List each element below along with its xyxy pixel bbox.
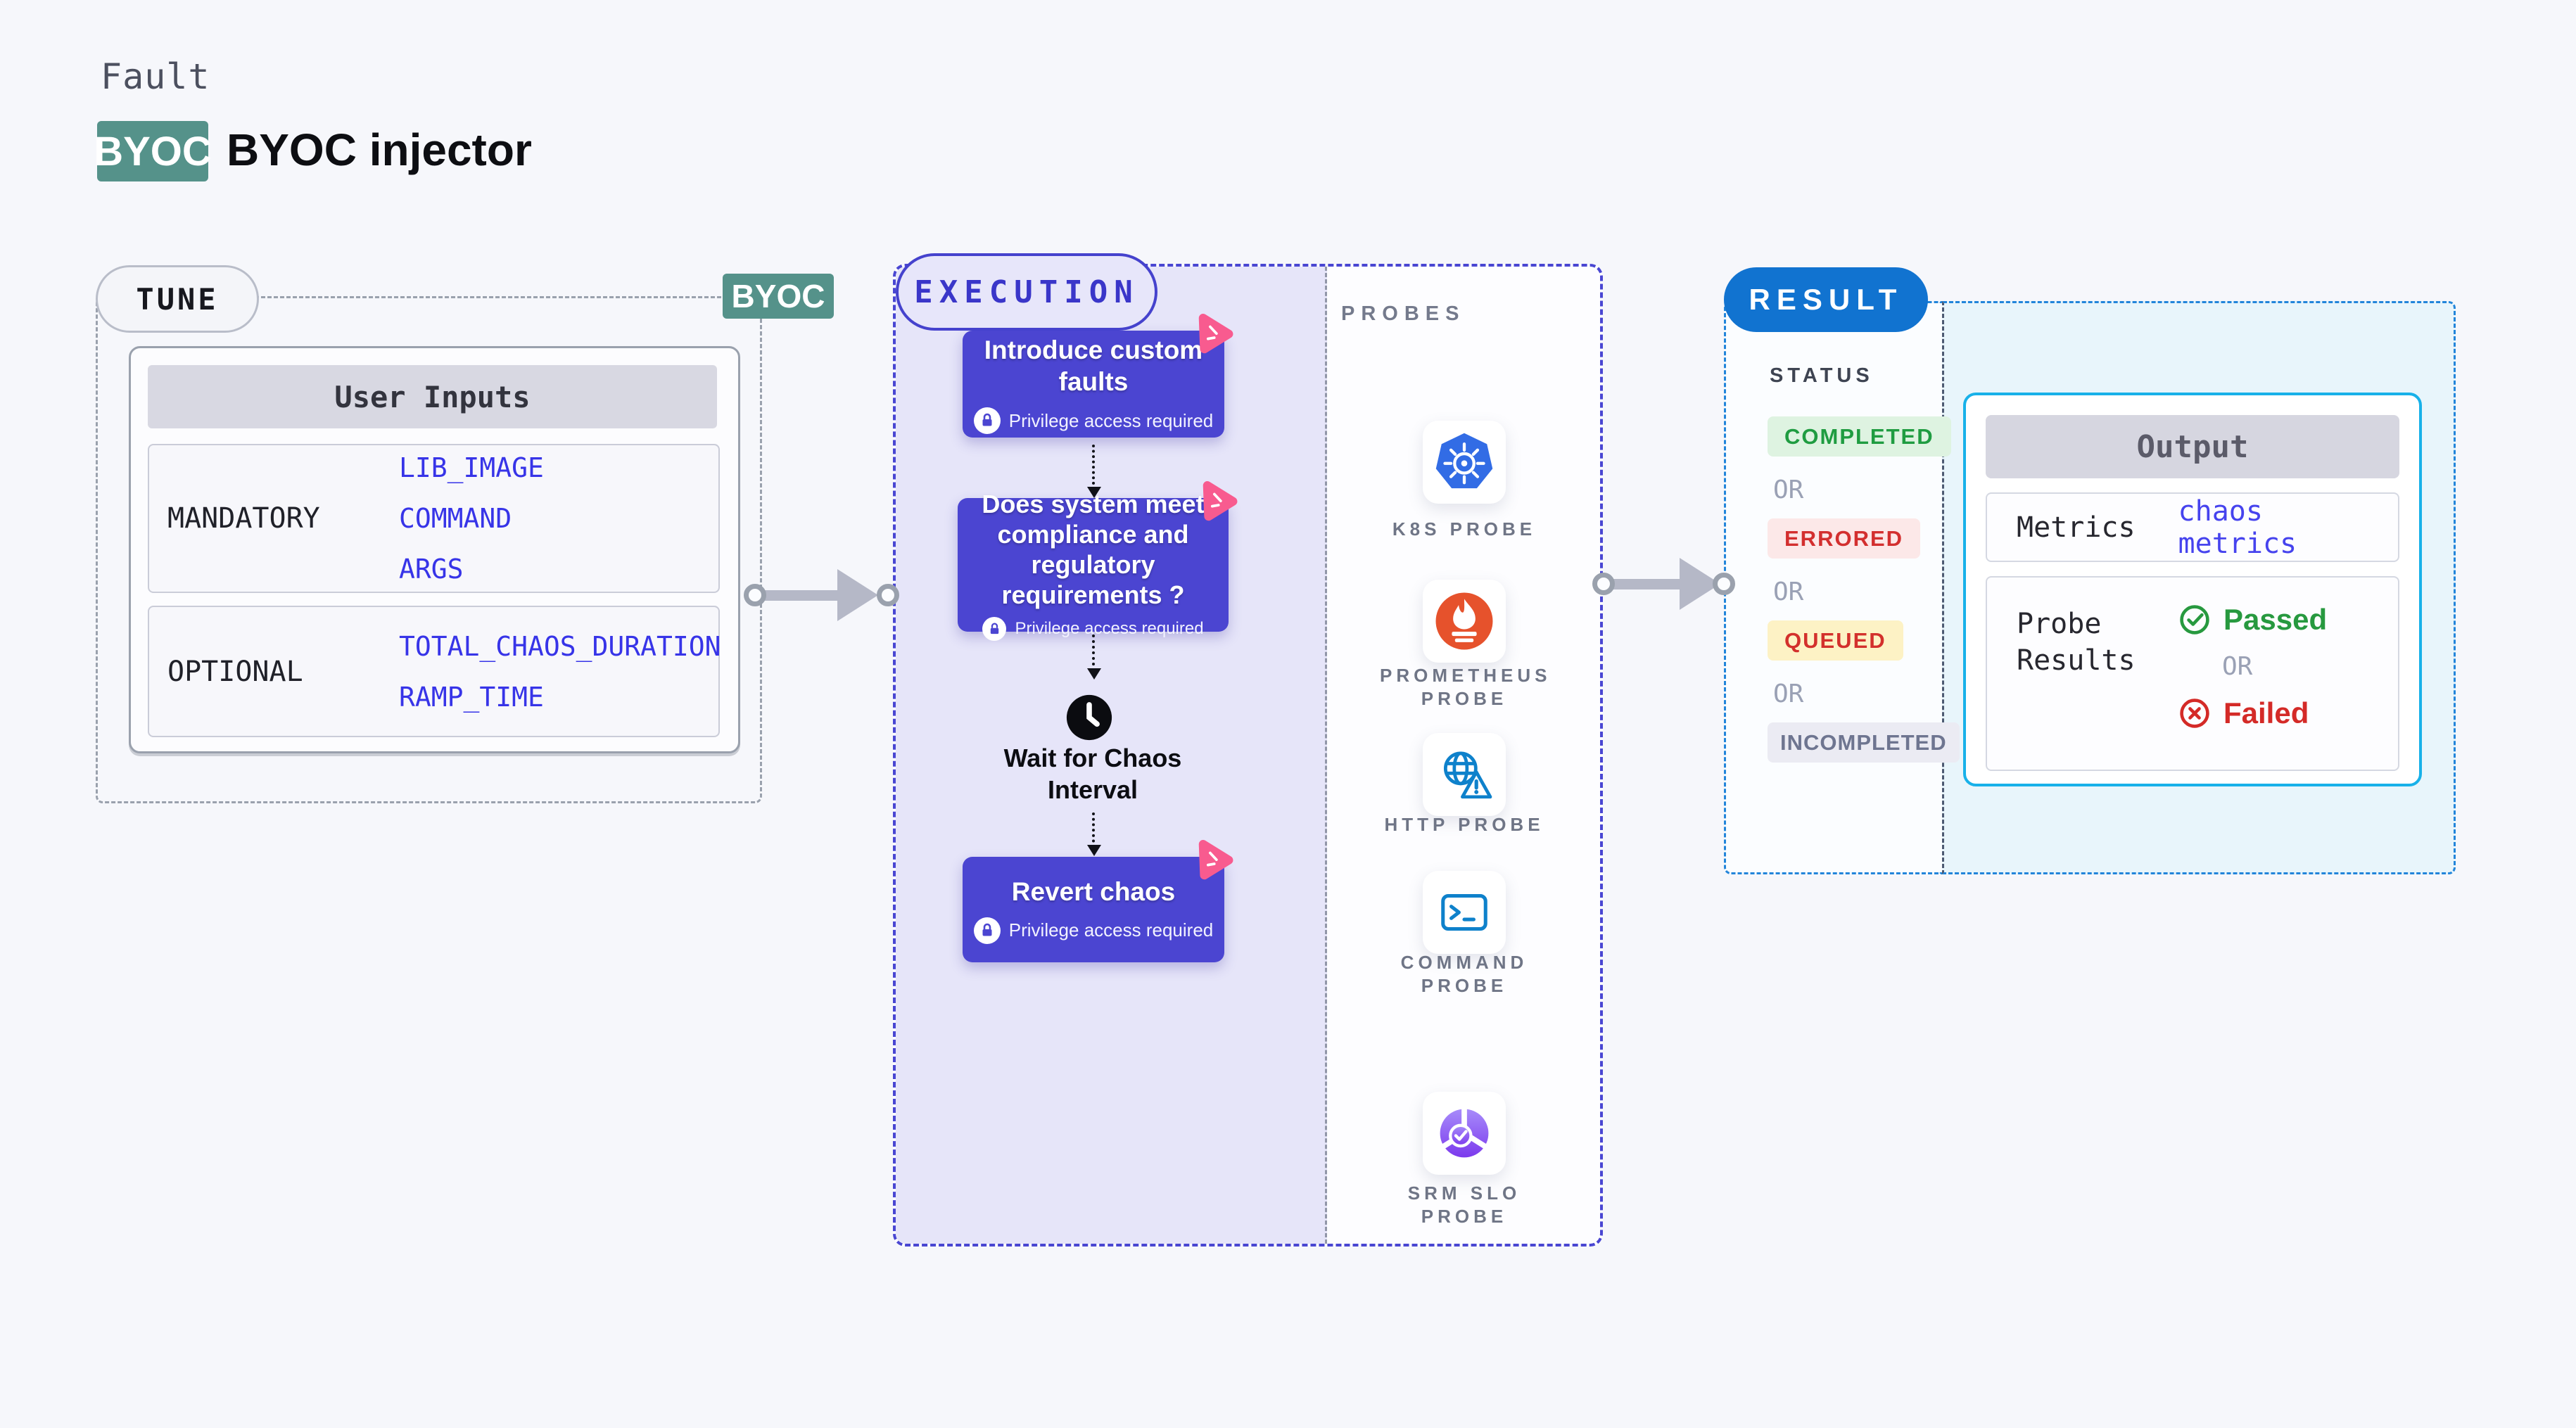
arrow-shaft — [763, 590, 841, 601]
failed-label: Failed — [2223, 696, 2309, 729]
arrow-head — [837, 569, 878, 621]
passed-label: Passed — [2223, 603, 2328, 636]
x-circle-icon — [2180, 699, 2209, 728]
kubernetes-icon — [1435, 433, 1493, 489]
http-probe-card — [1423, 733, 1506, 816]
env-var: RAMP_TIME — [399, 681, 544, 713]
srm-slo-probe-card — [1423, 1092, 1506, 1175]
privilege-row: Privilege access required — [982, 617, 1204, 641]
arrow-shaft — [1612, 579, 1682, 589]
step-title: Introduce custom faults — [984, 336, 1203, 396]
status-heading: STATUS — [1770, 364, 1874, 387]
privilege-note: Privilege access required — [1015, 619, 1204, 638]
step-title: Does system meet compliance and regulato… — [982, 490, 1205, 609]
env-var: COMMAND — [399, 503, 512, 534]
or-separator: OR — [1773, 578, 1804, 606]
byoc-badge: BYOC — [94, 121, 212, 181]
tune-section-outline — [96, 296, 762, 803]
step-title: Revert chaos — [1011, 876, 1176, 906]
k8s-probe-label: K8S PROBE — [1392, 518, 1537, 540]
prometheus-icon — [1435, 592, 1493, 650]
lock-icon — [982, 617, 1007, 641]
probe-results-row: Probe Results Passed OR Failed — [1986, 576, 2399, 771]
status-badge-errored: ERRORED — [1768, 518, 1921, 559]
output-card: Output Metrics chaos metrics Probe Resul… — [1963, 393, 2422, 786]
optional-values: TOTAL_CHAOS_DURATION RAMP_TIME — [399, 621, 721, 722]
litmus-chaos-icon — [1198, 840, 1233, 880]
flow-arrow — [1087, 635, 1101, 680]
probe-results-values: Passed OR Failed — [2178, 578, 2327, 730]
page-title: BYOC injector — [227, 125, 532, 175]
srm-slo-probe-label: SRM SLO PROBE — [1407, 1182, 1521, 1227]
tune-pill: TUNE — [96, 265, 259, 333]
output-title: Output — [1986, 415, 2399, 478]
passed-line: Passed — [2178, 603, 2327, 637]
fault-kicker: Fault — [101, 56, 210, 97]
privilege-note: Privilege access required — [1008, 919, 1214, 941]
mandatory-row: MANDATORY LIB_IMAGE COMMAND ARGS — [148, 444, 720, 593]
env-var: TOTAL_CHAOS_DURATION — [399, 630, 721, 662]
litmus-chaos-icon — [1198, 314, 1233, 354]
lock-icon — [973, 407, 1001, 434]
failed-line: Failed — [2178, 696, 2327, 730]
env-var: ARGS — [399, 554, 464, 585]
wait-for-chaos-label: Wait for Chaos Interval — [1003, 744, 1182, 804]
privilege-row: Privilege access required — [973, 407, 1214, 434]
terminal-icon — [1441, 893, 1487, 931]
flow-arrow — [1087, 445, 1101, 498]
mandatory-label: MANDATORY — [167, 502, 320, 535]
litmus-chaos-icon — [1203, 481, 1238, 521]
byoc-tag: BYOC — [723, 274, 834, 319]
status-badge-incompleted: INCOMPLETED — [1768, 722, 1960, 763]
result-pill: RESULT — [1724, 267, 1928, 332]
probes-heading: PROBES — [1341, 302, 1466, 325]
connector-dot — [744, 584, 766, 606]
prometheus-probe-card — [1423, 580, 1506, 663]
lock-icon — [973, 917, 1001, 944]
optional-label: OPTIONAL — [167, 655, 303, 688]
status-badge-queued: QUEUED — [1768, 620, 1903, 661]
connector-dot — [877, 584, 899, 606]
clock-icon — [1065, 693, 1114, 742]
probe-results-label: Probe Results — [2017, 608, 2136, 677]
http-probe-label: HTTP PROBE — [1384, 814, 1544, 835]
k8s-probe-card — [1423, 421, 1506, 504]
result-status-outline — [1724, 301, 1942, 874]
metrics-value: chaos metrics — [2178, 495, 2297, 560]
metrics-label: Metrics — [2017, 511, 2136, 544]
connector-dot — [1713, 573, 1735, 595]
step-introduce-faults: Introduce custom faults Privilege access… — [963, 314, 1233, 438]
user-inputs-title: User Inputs — [148, 365, 717, 428]
command-probe-label: COMMAND PROBE — [1400, 952, 1528, 996]
step-revert-chaos: Revert chaos Privilege access required — [963, 840, 1233, 962]
env-var: LIB_IMAGE — [399, 452, 544, 483]
prometheus-probe-label: PROMETHEUS PROBE — [1380, 665, 1552, 709]
execution-pill: EXECUTION — [896, 253, 1157, 331]
srm-slo-icon — [1440, 1107, 1489, 1158]
privilege-note: Privilege access required — [1008, 409, 1214, 431]
user-inputs-card: User Inputs MANDATORY LIB_IMAGE COMMAND … — [129, 346, 740, 753]
or-separator: OR — [1773, 476, 1804, 504]
check-circle-icon — [2180, 605, 2209, 635]
connector-dot — [1592, 573, 1615, 595]
metrics-row: Metrics chaos metrics — [1986, 492, 2399, 562]
http-globe-icon — [1443, 751, 1492, 799]
or-separator: OR — [2222, 652, 2253, 681]
command-probe-card — [1423, 871, 1506, 954]
flow-arrow — [1087, 812, 1101, 856]
or-separator: OR — [1773, 680, 1804, 708]
optional-row: OPTIONAL TOTAL_CHAOS_DURATION RAMP_TIME — [148, 606, 721, 737]
privilege-row: Privilege access required — [973, 917, 1214, 944]
mandatory-values: LIB_IMAGE COMMAND ARGS — [399, 442, 544, 594]
step-compliance-check: Does system meet compliance and regulato… — [958, 481, 1238, 641]
status-badge-completed: COMPLETED — [1768, 416, 1951, 457]
